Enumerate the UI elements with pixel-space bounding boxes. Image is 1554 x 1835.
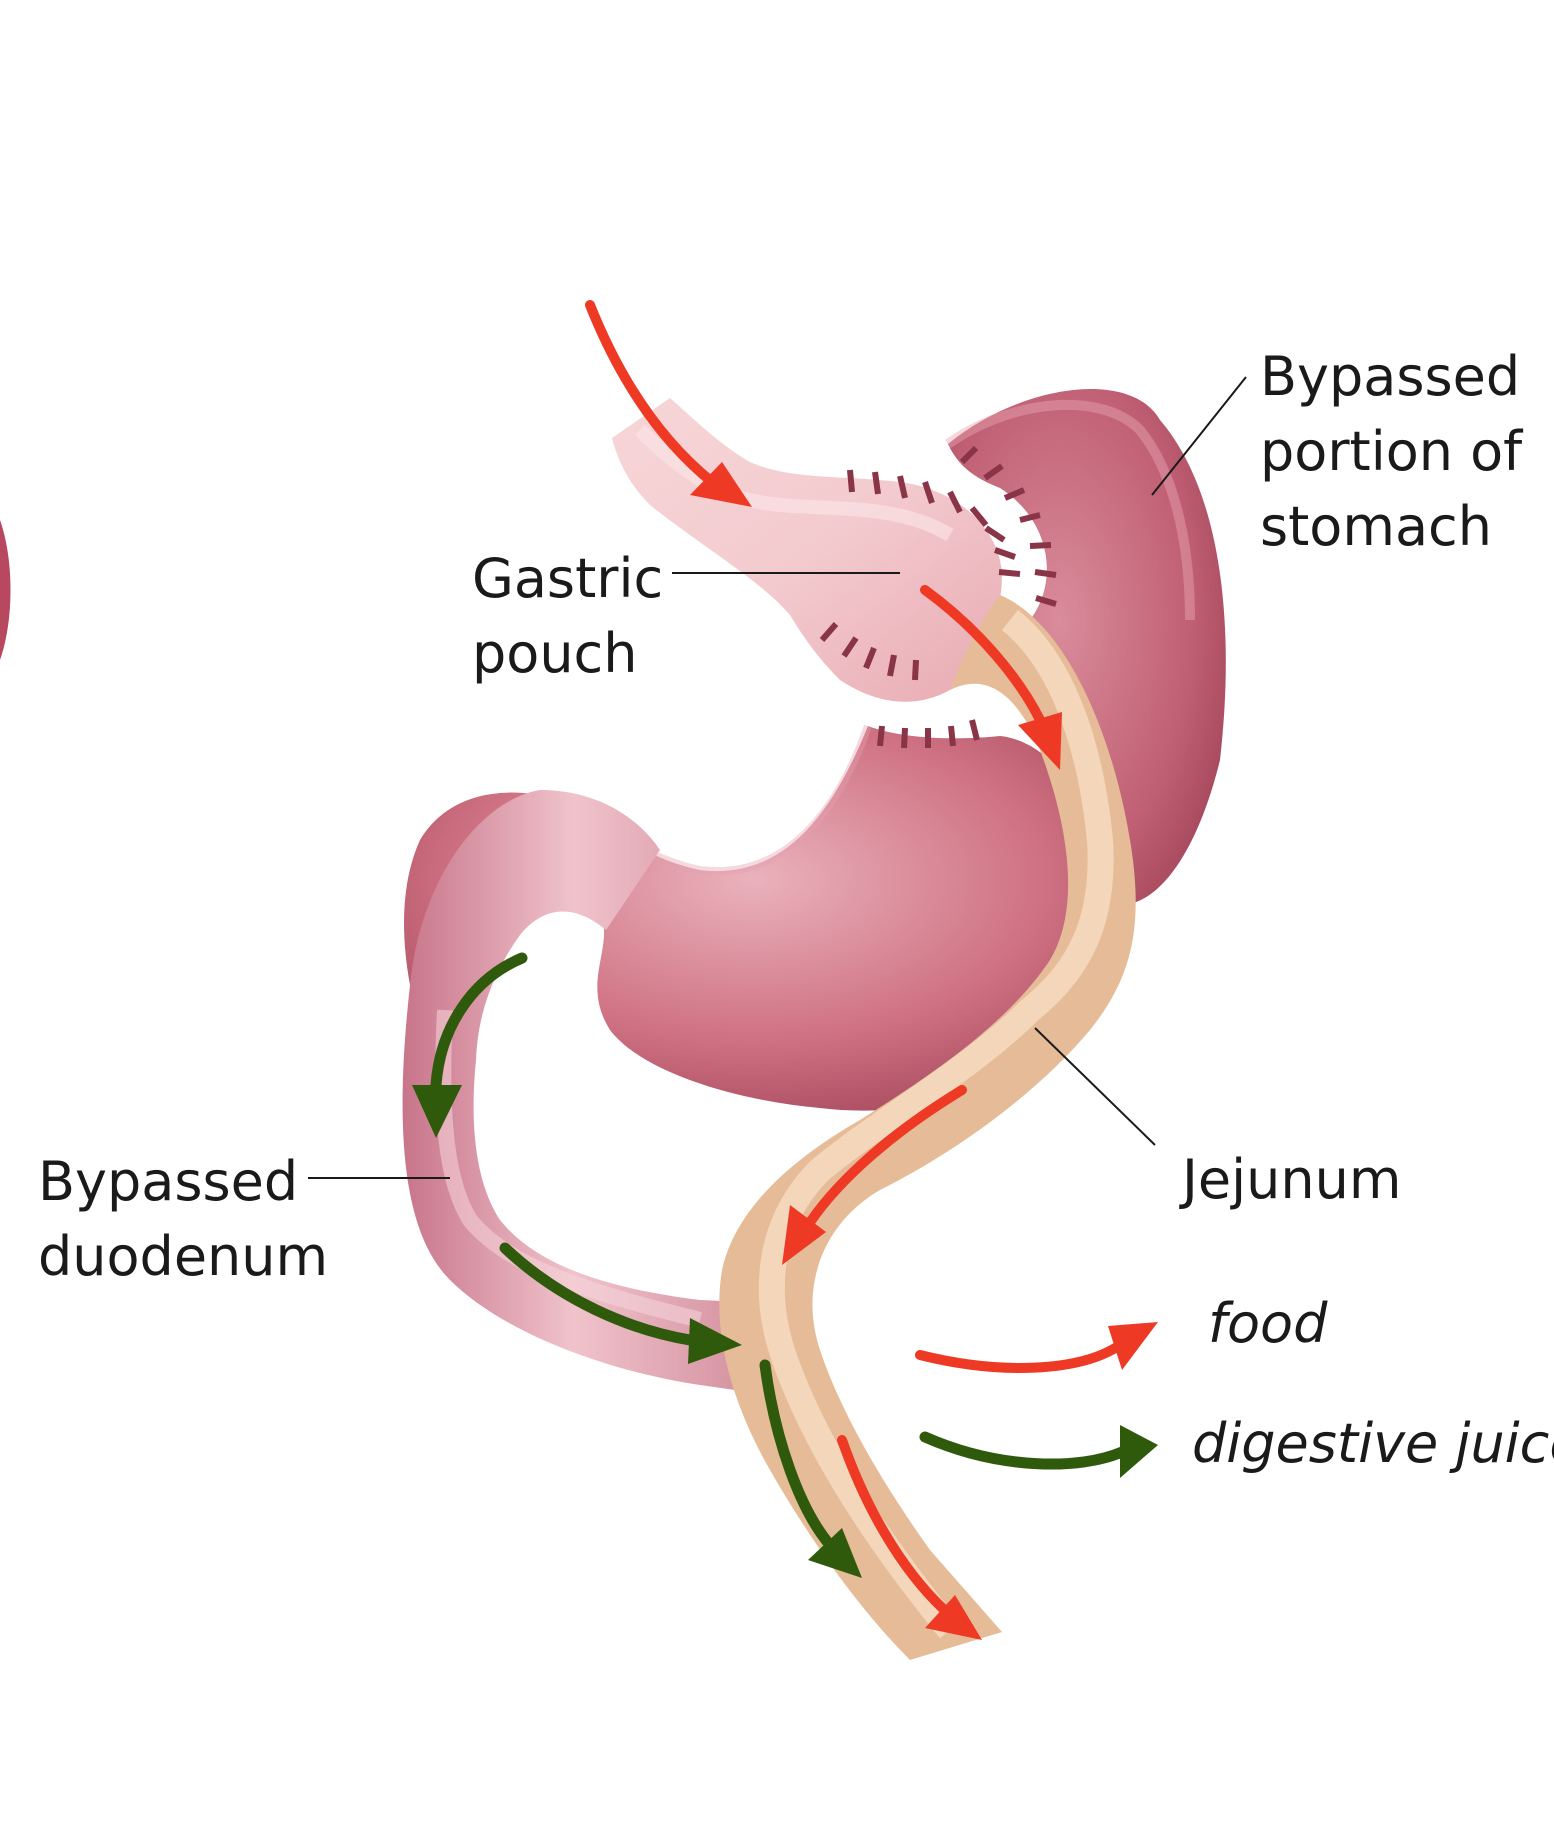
- food-arrow-esophagus: [585, 300, 752, 507]
- legend-food: food: [915, 1292, 1328, 1373]
- food-arrow-icon: [1108, 1322, 1158, 1370]
- legend-digestive-juice-label: digestive juice: [1192, 1412, 1554, 1475]
- legend-digestive-juice: digestive juice: [919, 1412, 1554, 1478]
- food-arrows: [585, 300, 1062, 1640]
- jejunum: [719, 595, 1136, 1660]
- juice-arrow-duodenum-bottom: [499, 1242, 742, 1364]
- food-arrow-pouch: [920, 585, 1062, 770]
- juice-arrow-jejunum: [759, 1359, 862, 1578]
- legend-food-label: food: [1208, 1292, 1328, 1355]
- staple-lines: [819, 445, 1057, 749]
- edge-shape: [0, 520, 11, 660]
- label-bypassed-stomach: Bypassed portion of stomach: [1260, 345, 1539, 558]
- label-jejunum: Jejunum: [1179, 1148, 1401, 1211]
- food-arrow-jejunum-mid: [782, 1085, 967, 1265]
- food-arrow-jejunum-low: [837, 1435, 982, 1640]
- leader-jejunum: [1034, 1027, 1156, 1146]
- legend: food digestive juice: [915, 1292, 1554, 1478]
- bypassed-stomach: [945, 388, 1226, 905]
- label-gastric-pouch: Gastric pouch: [472, 547, 680, 685]
- juice-arrow-duodenum-top: [412, 952, 528, 1138]
- label-bypassed-duodenum: Bypassed duodenum: [38, 1150, 328, 1288]
- leader-bypassed-stomach: [1151, 376, 1247, 496]
- digestive-juice-arrows: [412, 952, 862, 1578]
- digestive-juice-arrow-icon: [1120, 1425, 1158, 1478]
